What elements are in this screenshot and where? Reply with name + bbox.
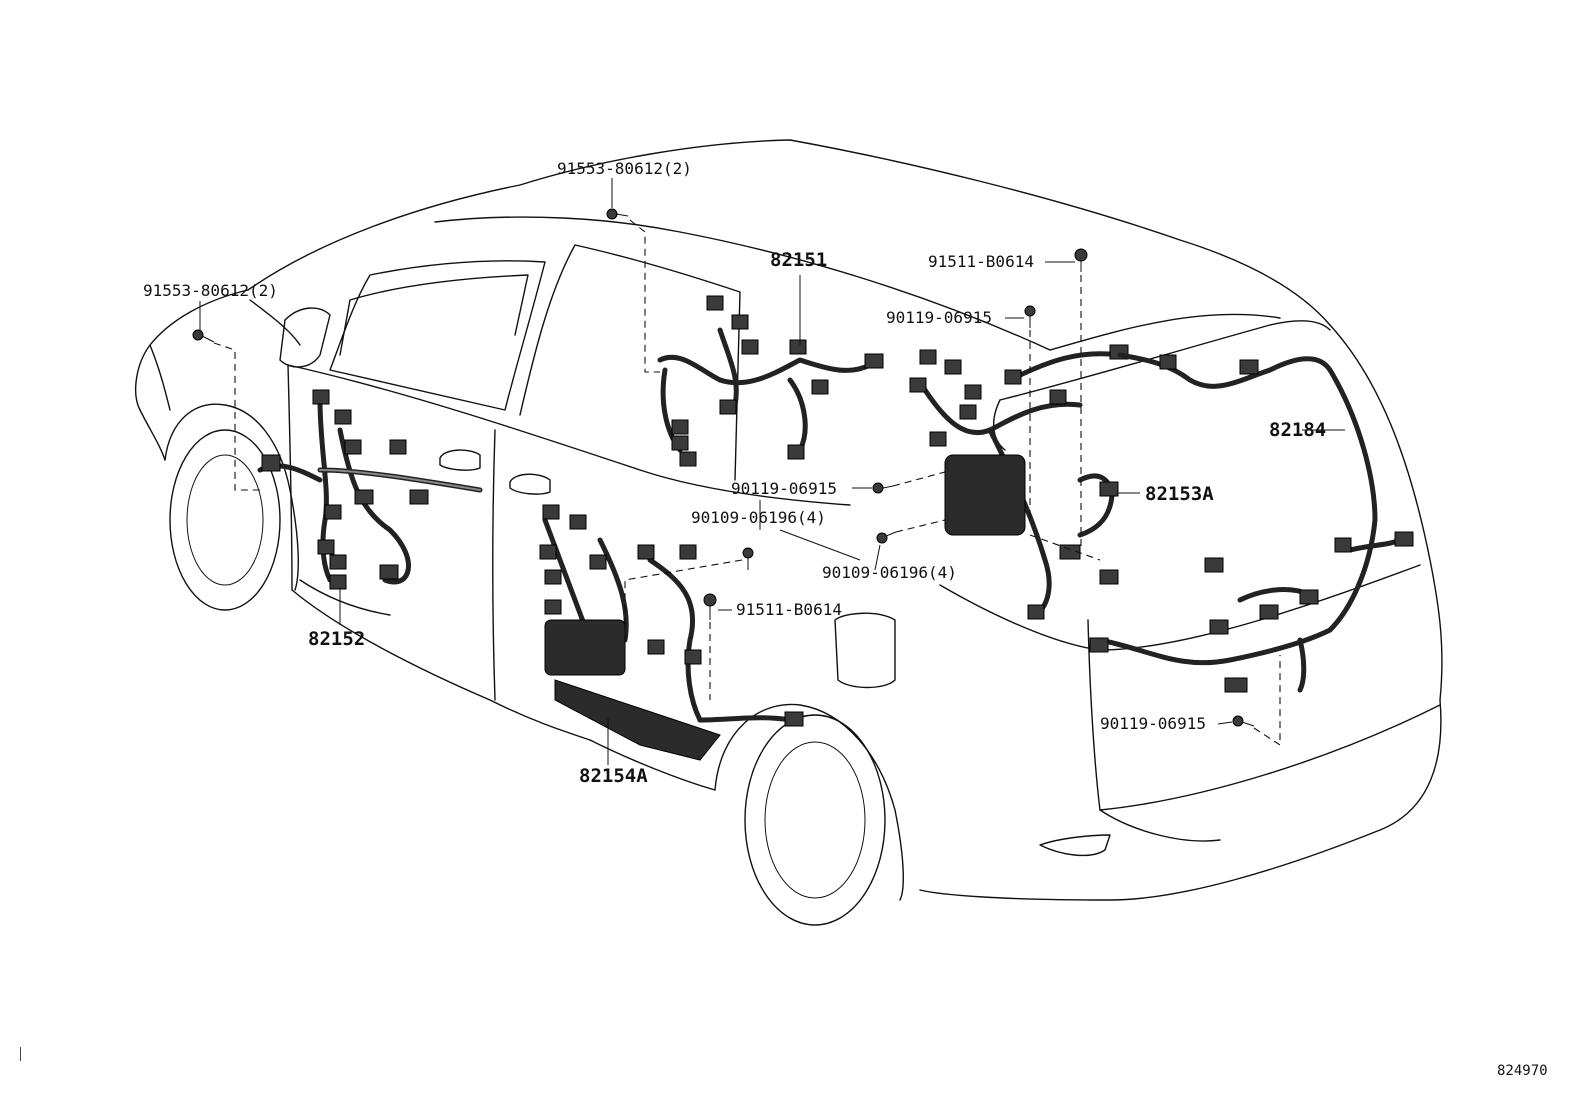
harness-82184 — [1089, 352, 1414, 693]
callout-part-90109-06196-left: 90109-06196(4) — [691, 508, 826, 527]
leader-lines — [199, 178, 1345, 765]
callout-part-90119-06915-mid: 90119-06915 — [731, 479, 837, 498]
callout-part-82184: 82184 — [1269, 419, 1327, 441]
callout-part-91511-B0614-top: 91511-B0614 — [928, 252, 1034, 271]
install-dashed-lines — [213, 219, 1281, 747]
figure-number: 824970 — [1497, 1063, 1548, 1079]
bolt-icon-group — [192, 208, 1255, 727]
harness-82154A — [539, 504, 804, 761]
callout-part-82153A: 82153A — [1145, 483, 1214, 505]
harness-82151 — [657, 295, 884, 467]
vehicle-outline — [135, 139, 1443, 926]
harness-82152 — [257, 389, 483, 590]
callout-part-90109-06196-right: 90109-06196(4) — [822, 563, 957, 582]
callout-part-90119-06915-rear: 90119-06915 — [1100, 714, 1206, 733]
callout-part-90119-06915-top: 90119-06915 — [886, 308, 992, 327]
callout-part-91553-80612-top: 91553-80612(2) — [557, 159, 692, 178]
callout-part-82151: 82151 — [770, 249, 828, 271]
callout-part-91511-B0614-lower: 91511-B0614 — [736, 600, 842, 619]
callout-part-91553-80612-left: 91553-80612(2) — [143, 281, 278, 300]
margin-tick-mark — [20, 1047, 21, 1061]
callout-part-82152: 82152 — [308, 628, 366, 650]
harness-82153A — [909, 344, 1129, 620]
callout-part-82154A: 82154A — [579, 765, 648, 787]
